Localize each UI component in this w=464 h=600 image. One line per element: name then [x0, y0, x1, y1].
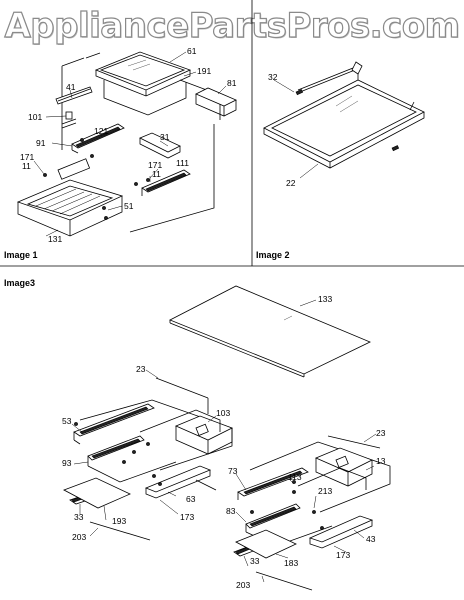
callout-11a: 11	[22, 161, 31, 171]
callout-173b: 173	[336, 550, 350, 560]
callout-22: 22	[286, 178, 296, 188]
callout-32: 32	[268, 72, 278, 82]
callout-23b: 23	[376, 428, 386, 438]
rail-41	[55, 86, 93, 105]
callout-73: 73	[228, 466, 238, 476]
screw-icon	[146, 178, 150, 182]
clip-101	[61, 111, 77, 129]
callout-81: 81	[227, 78, 237, 88]
slide-rail-111	[141, 169, 191, 196]
screw-icon	[320, 526, 324, 530]
glide-icon	[295, 89, 304, 96]
rail-81	[195, 87, 237, 117]
callout-51: 51	[124, 201, 134, 211]
screw-icon	[158, 482, 162, 486]
callout-103: 103	[216, 408, 230, 418]
slide-rail-121	[71, 123, 125, 154]
callout-133: 133	[318, 294, 332, 304]
screw-icon	[74, 422, 78, 426]
callout-203a: 203	[72, 532, 86, 542]
image1-back-plane	[61, 52, 221, 233]
callout-183: 183	[284, 558, 298, 568]
screw-icon	[122, 460, 126, 464]
callout-101: 101	[28, 112, 42, 122]
callout-43: 43	[366, 534, 376, 544]
screw-icon	[152, 474, 156, 478]
callout-193: 193	[112, 516, 126, 526]
glide-icon	[391, 145, 400, 152]
screw-icon	[292, 490, 296, 494]
callout-13: 13	[376, 456, 386, 466]
bracket-31	[139, 132, 181, 159]
rod-23-left	[155, 377, 209, 414]
right-slide-assembly	[233, 441, 391, 591]
screw-icon	[312, 510, 316, 514]
callout-113: 113	[288, 472, 302, 482]
callout-53: 53	[62, 416, 72, 426]
screw-icon	[43, 173, 47, 177]
callout-131: 131	[48, 234, 62, 244]
callout-63: 63	[186, 494, 196, 504]
callout-41: 41	[66, 82, 76, 92]
panel-label-image2: Image 2	[256, 250, 290, 260]
shelf-frame-22	[263, 61, 425, 169]
callout-33a: 33	[74, 512, 84, 522]
callout-111: 111	[176, 158, 189, 168]
crisper-drawer-131	[16, 158, 124, 237]
image2-shelf-view: 32 22	[263, 61, 425, 188]
rod-23-right	[327, 435, 381, 449]
callout-23a: 23	[136, 364, 146, 374]
panel-label-image1: Image 1	[4, 250, 38, 260]
callout-11b: 11	[152, 169, 161, 179]
watermark-logo: AppliancePartsPros.com	[4, 5, 461, 46]
screw-icon	[104, 216, 108, 220]
screw-icon	[90, 154, 94, 158]
callout-31: 31	[160, 132, 170, 142]
callout-191: 191	[197, 66, 211, 76]
glass-panel-133	[169, 285, 371, 378]
callout-93: 93	[62, 458, 72, 468]
screw-icon	[132, 450, 136, 454]
callout-171b: 171	[148, 160, 162, 170]
callout-61: 61	[187, 46, 197, 56]
screw-icon	[102, 206, 106, 210]
screw-icon	[250, 510, 254, 514]
callout-173a: 173	[180, 512, 194, 522]
left-slide-assembly	[63, 399, 233, 541]
panel-dividers	[0, 0, 464, 267]
callout-121: 121	[94, 126, 108, 136]
callout-83: 83	[226, 506, 236, 516]
image1-leader-lines	[33, 51, 227, 237]
screw-icon	[146, 442, 150, 446]
callout-91: 91	[36, 138, 46, 148]
screw-icon	[80, 138, 84, 142]
image3-exploded-view: 133 23	[62, 285, 391, 591]
callout-213: 213	[318, 486, 332, 496]
shelf-bracket	[103, 80, 187, 116]
callout-203b: 203	[236, 580, 250, 590]
callout-33b: 33	[250, 556, 260, 566]
screw-icon	[134, 182, 138, 186]
panel-label-image3: Image3	[4, 278, 36, 288]
screw-icon	[292, 480, 296, 484]
callout-171a: 171	[20, 152, 34, 162]
image1-exploded-view: 61 191 81 41 101 91 121 31 171 11 171 11…	[16, 46, 237, 244]
